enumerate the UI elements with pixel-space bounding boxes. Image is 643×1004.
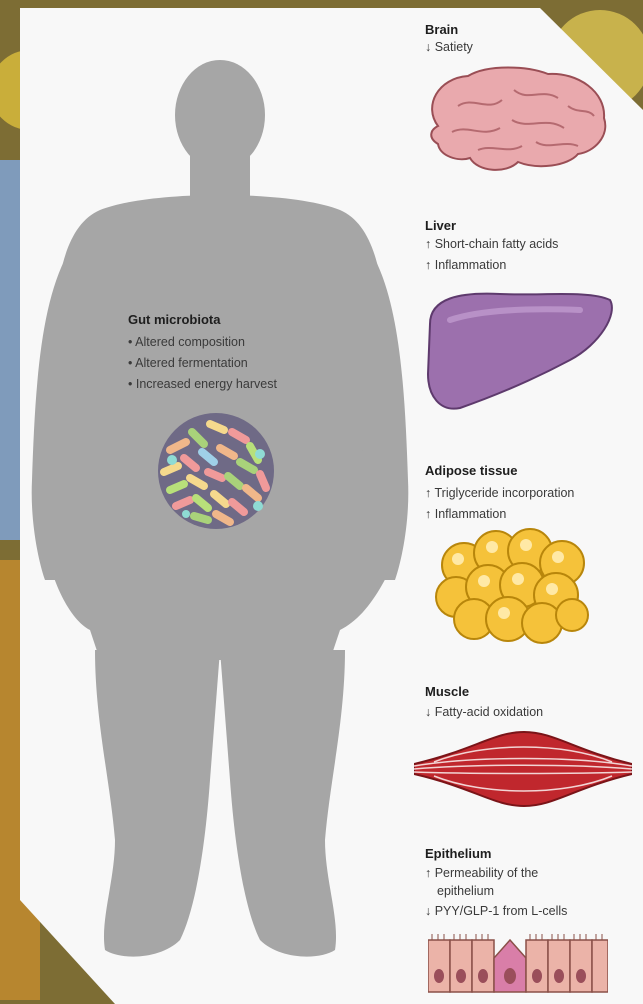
- muscle-effect-1: ↓ Fatty-acid oxidation: [425, 705, 543, 719]
- liver-title: Liver: [425, 218, 456, 233]
- epithelium-title: Epithelium: [425, 846, 491, 861]
- gut-item-2: Altered fermentation: [128, 353, 277, 374]
- liver-effect-1: ↑ Short-chain fatty acids: [425, 237, 558, 251]
- gut-microbiota-title: Gut microbiota: [128, 312, 220, 327]
- adipose-illustration: [434, 525, 594, 647]
- epithelium-effect-1: ↑ Permeability of the: [425, 866, 538, 880]
- adipose-effect-1: ↑ Triglyceride incorporation: [425, 486, 574, 500]
- epithelium-effect-3: ↓ PYY/GLP-1 from L-cells: [425, 904, 567, 918]
- gut-item-3: Increased energy harvest: [128, 374, 277, 395]
- adipose-effect-2: ↑ Inflammation: [425, 507, 506, 521]
- muscle-title: Muscle: [425, 684, 469, 699]
- epithelium-illustration: [428, 934, 608, 994]
- liver-illustration: [420, 284, 620, 414]
- gut-item-1: Altered composition: [128, 332, 277, 353]
- brain-illustration: [418, 66, 613, 178]
- adipose-title: Adipose tissue: [425, 463, 517, 478]
- brain-title: Brain: [425, 22, 458, 37]
- brain-effect-1: ↓ Satiety: [425, 40, 473, 54]
- gut-microbiota-list: Altered composition Altered fermentation…: [128, 332, 277, 395]
- epithelium-effect-2: epithelium: [437, 884, 494, 898]
- microbiota-illustration: [150, 410, 282, 532]
- muscle-illustration: [414, 730, 632, 808]
- liver-effect-2: ↑ Inflammation: [425, 258, 506, 272]
